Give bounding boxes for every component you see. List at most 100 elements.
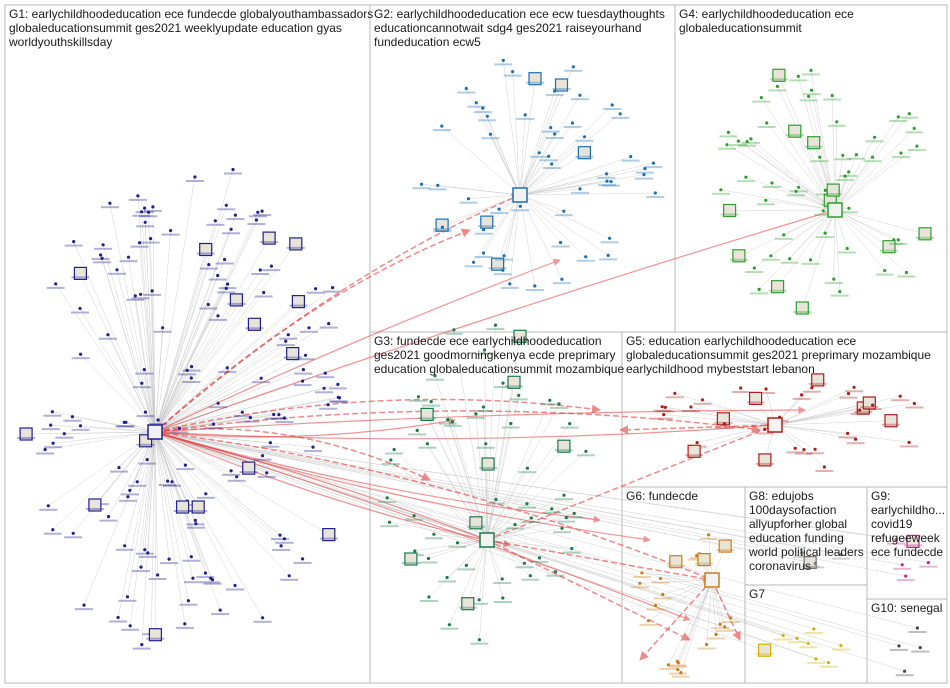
node-label-mark <box>827 124 846 127</box>
group-label-g6: G6: fundecde <box>626 489 698 503</box>
edge-line <box>519 113 621 196</box>
node-label-mark <box>501 426 520 429</box>
node-dot <box>553 132 557 136</box>
edge-line <box>50 424 156 433</box>
group-label-g3: G3: fundecde ece earlychildhoodeducation… <box>374 334 624 376</box>
edge-line <box>154 230 171 433</box>
node-dot <box>553 89 557 93</box>
group-label-g7-line: G7 <box>749 587 765 601</box>
node-dot <box>782 233 786 237</box>
node-dot <box>140 210 144 214</box>
edge-line <box>428 539 488 598</box>
node-dot <box>584 255 588 259</box>
node-label-mark <box>668 664 687 667</box>
node-label-mark <box>833 158 852 161</box>
node-label-mark <box>176 468 195 471</box>
node-dot <box>183 463 187 467</box>
node-dot <box>796 74 800 78</box>
edge-line <box>73 241 156 433</box>
node-avatar <box>906 534 920 549</box>
node-dot <box>661 592 665 597</box>
node-label-mark <box>644 166 663 169</box>
node-dot <box>501 381 505 385</box>
node-dot <box>464 563 468 568</box>
node-dot <box>830 93 834 98</box>
edge-line <box>117 431 156 618</box>
node-dot <box>147 210 151 214</box>
node-dot <box>564 516 568 520</box>
node-dot <box>149 237 153 241</box>
node-dot <box>223 257 227 262</box>
node-label-mark <box>916 236 934 239</box>
node-dot <box>562 493 566 497</box>
edge-line <box>154 212 259 433</box>
node-label-mark <box>130 245 149 248</box>
node-dot <box>553 570 558 574</box>
edge-line <box>154 431 765 651</box>
node-dot <box>477 598 481 602</box>
node-label-mark <box>75 608 93 611</box>
node-label-mark <box>720 213 739 216</box>
node-label-mark <box>279 337 298 340</box>
edge-line <box>26 431 156 435</box>
node-label-mark <box>418 446 437 449</box>
node-label-mark <box>892 156 910 159</box>
node-label-mark <box>182 369 201 372</box>
edge-line <box>154 431 192 557</box>
node-label-mark <box>863 160 882 163</box>
node-dot <box>322 386 326 390</box>
node-label-mark <box>438 580 457 583</box>
node-dot <box>749 137 753 141</box>
node-label-mark <box>570 98 589 101</box>
edge-line <box>677 579 713 670</box>
node-label-mark <box>687 558 706 561</box>
node-label-mark <box>746 401 765 404</box>
node-dot <box>854 153 859 157</box>
edge-line <box>738 209 836 257</box>
node-avatar <box>826 183 840 197</box>
node-avatar <box>507 375 521 389</box>
node-avatar <box>242 461 256 475</box>
node-label-mark <box>438 422 457 425</box>
node-label-mark <box>521 578 540 581</box>
node-label-mark <box>904 544 922 547</box>
node-dot <box>651 161 656 165</box>
node-label-mark <box>768 89 787 92</box>
node-dot <box>926 561 930 565</box>
node-label-mark <box>562 551 581 554</box>
group-label-g1: G1: earlychildhoodeducation ece fundecde… <box>8 7 377 49</box>
node-label-mark <box>380 525 399 528</box>
node-dot <box>609 180 613 184</box>
node-avatar <box>748 391 763 405</box>
node-label-mark <box>802 73 820 76</box>
node-dot <box>550 507 554 511</box>
node-label-mark <box>563 126 582 128</box>
node-dot <box>51 528 55 532</box>
node-label-mark <box>319 537 338 540</box>
group-label-g2-line: fundeducation ecw5 <box>374 35 481 49</box>
node-dot <box>832 277 836 281</box>
edge-line <box>154 431 816 564</box>
node-dot <box>904 574 908 578</box>
node-label-mark <box>889 119 908 122</box>
node-dot <box>653 603 658 608</box>
node-dot <box>912 401 917 406</box>
node-dot <box>809 68 813 72</box>
node-avatar <box>811 373 825 387</box>
node-avatar <box>291 295 305 309</box>
group-label-g8-line: allyupforher global <box>749 517 847 531</box>
node-label-mark <box>792 397 811 400</box>
node-label-mark <box>474 232 493 235</box>
node-dot <box>145 458 149 462</box>
edge-line <box>154 229 232 433</box>
node-avatar <box>788 124 802 138</box>
node-dot <box>440 124 444 128</box>
edge-line <box>728 132 836 211</box>
edge-line <box>137 195 156 433</box>
node-label-mark <box>286 246 305 249</box>
node-dot <box>676 668 680 672</box>
node-label-mark <box>551 245 570 248</box>
node-avatar <box>557 439 571 453</box>
node-dot <box>143 548 147 552</box>
node-dot <box>770 181 774 185</box>
